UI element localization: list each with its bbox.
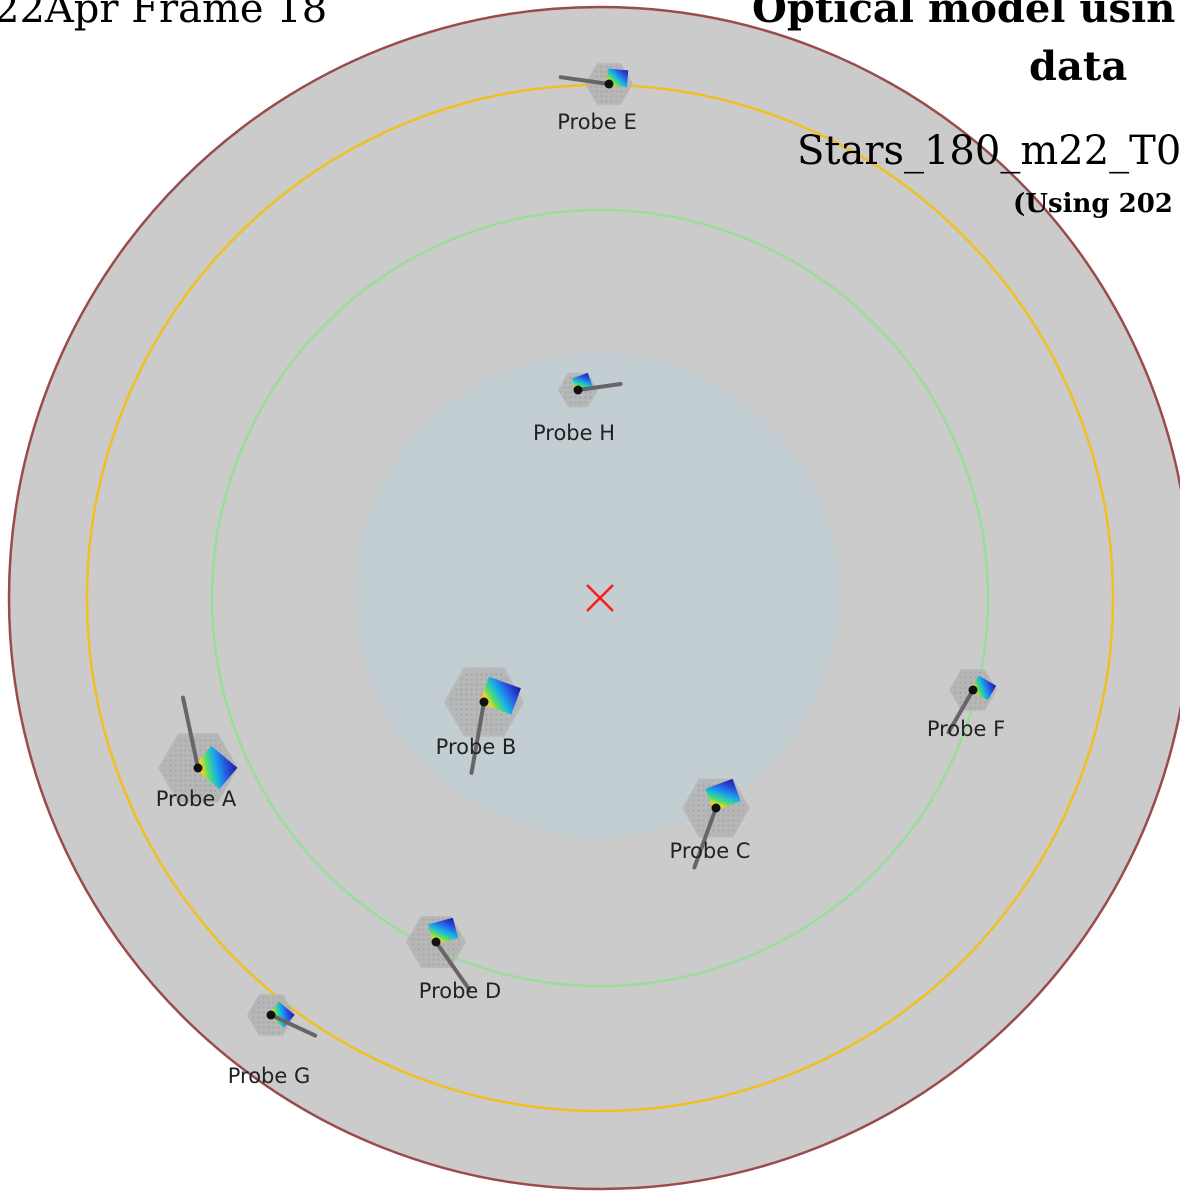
probe-b-arm	[469, 700, 486, 775]
probe-d-arm	[434, 940, 471, 992]
probe-a-centre-dot	[193, 763, 203, 773]
probe-h-label: Probe H	[533, 421, 615, 445]
probe-h-centre-dot	[573, 385, 583, 395]
probe-h-marker	[558, 372, 623, 408]
center-cross-icon	[586, 584, 614, 612]
middle-patrol-ring	[210, 208, 990, 988]
probe-f-centre-dot	[968, 685, 978, 695]
probe-g-marker	[247, 994, 318, 1038]
main-title-line-2: data	[1029, 43, 1127, 90]
probe-f-marker	[946, 669, 997, 735]
probe-e-label: Probe E	[557, 110, 637, 134]
main-title-line-1: Optical model usin	[752, 0, 1175, 32]
center-cross-stroke-b	[586, 584, 614, 612]
note-text: (Using 202	[1013, 189, 1173, 219]
probe-e-marker	[558, 63, 633, 105]
probe-d-label: Probe D	[419, 979, 501, 1003]
subtitle: Stars_180_m22_T0	[797, 128, 1180, 174]
probe-g-label: Probe G	[228, 1064, 311, 1088]
probe-b-marker	[444, 667, 524, 775]
probe-g-arm	[269, 1013, 318, 1038]
probe-a-arm	[181, 695, 200, 770]
probe-a-colour-patch	[193, 745, 238, 790]
probe-b-label: Probe B	[436, 735, 517, 759]
probe-d-marker	[406, 916, 471, 992]
probe-c-colour-patch	[705, 778, 741, 812]
probe-d-centre-dot	[431, 937, 441, 947]
probe-a-marker	[158, 695, 238, 803]
probe-c-marker	[682, 778, 750, 870]
title-block: 22Apr Frame 18 Optical model usin data S…	[0, 0, 1180, 219]
probe-b-colour-patch	[479, 676, 521, 715]
probe-f-arm	[946, 688, 975, 735]
probe-e-centre-dot	[604, 79, 614, 89]
probe-a-label: Probe A	[156, 787, 237, 811]
probe-h-arm	[576, 382, 623, 392]
probe-b-centre-dot	[479, 697, 489, 707]
probe-c-arm	[692, 806, 718, 870]
probe-e-arm	[558, 75, 611, 86]
probe-c-centre-dot	[711, 803, 721, 813]
probes-layer: Probe A Probe B Probe C Probe D Probe E Probe…	[156, 63, 1005, 1088]
probe-f-label: Probe F	[927, 717, 1005, 741]
top-left-title: 22Apr Frame 18	[0, 0, 327, 32]
probe-f-colour-patch	[970, 675, 997, 701]
probe-g-centre-dot	[266, 1010, 276, 1020]
probe-c-label: Probe C	[670, 839, 751, 863]
